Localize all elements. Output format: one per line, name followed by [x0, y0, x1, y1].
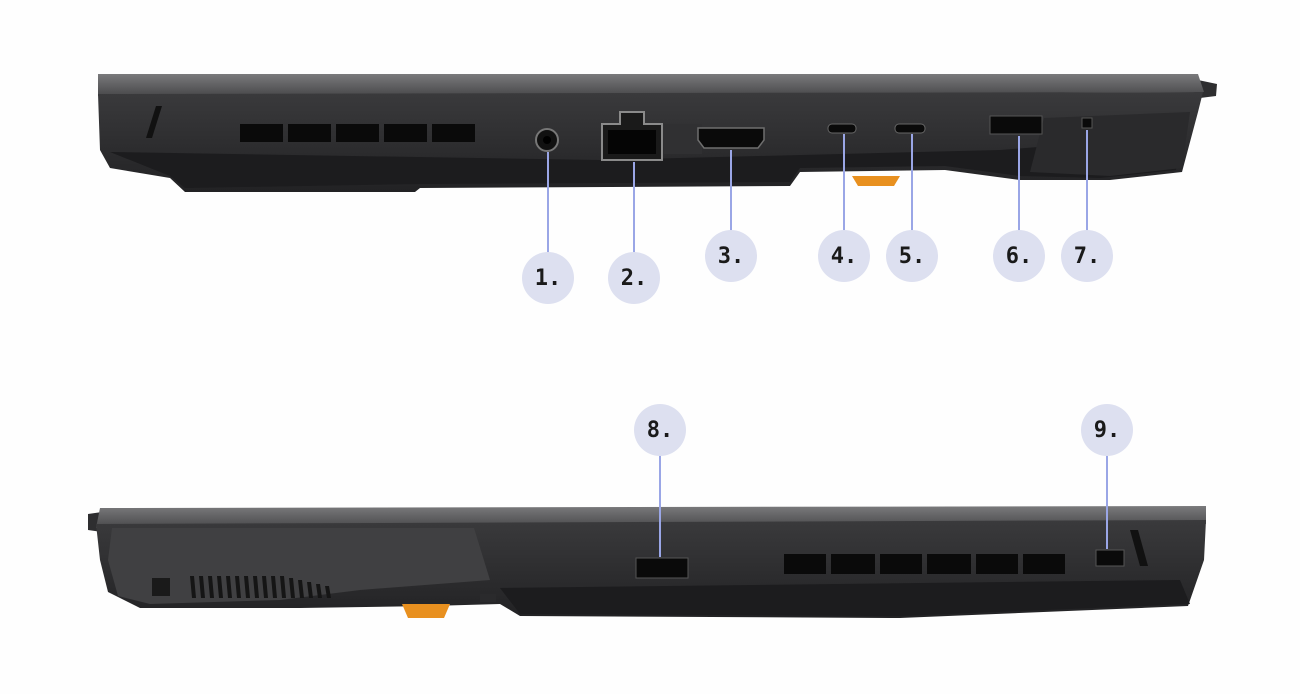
callout-label-7: 7.: [1074, 244, 1101, 269]
usb-port-right: [635, 557, 689, 579]
ethernet-port: [601, 111, 663, 161]
callout-badge-1: 1.: [522, 252, 574, 304]
callout-circle-7: [1061, 230, 1113, 282]
callout-label-1: 1.: [535, 266, 562, 291]
callout-label-8: 8.: [647, 418, 674, 443]
callout-circle-2: [608, 252, 660, 304]
callout-label-5: 5.: [899, 244, 926, 269]
callout-badge-8: 8.: [634, 404, 686, 456]
vent-grille-small: [152, 576, 331, 598]
rubber-foot-orange: [852, 176, 900, 186]
callout-circle-4: [818, 230, 870, 282]
ethernet-flap: [664, 124, 702, 154]
lid-edge: [98, 74, 1204, 96]
callout-badge-5: 5.: [886, 230, 938, 282]
vent-grille-right: [784, 554, 1065, 574]
usb-c-port-1: [827, 123, 857, 134]
laptop-left-side-view: [98, 74, 1217, 192]
callout-badge-4: 4.: [818, 230, 870, 282]
chassis-slash-right: [1130, 530, 1148, 566]
callout-circle-5: [886, 230, 938, 282]
chassis-lower-lip: [110, 136, 1180, 188]
callout-label-3: 3.: [718, 244, 745, 269]
callout-badge-7: 7.: [1061, 230, 1113, 282]
callout-badge-2: 2.: [608, 252, 660, 304]
usb-c-port-2: [894, 123, 926, 134]
security-lock-slot: [1095, 549, 1125, 567]
port-callouts: 1. 2. 3. 4. 5. 6. 7. 8. 9.: [522, 130, 1133, 557]
chassis-slash: [146, 106, 162, 138]
callout-circle-1: [522, 252, 574, 304]
vent-grille-left: [240, 124, 475, 142]
hdmi-port: [697, 127, 765, 149]
callout-badge-3: 3.: [705, 230, 757, 282]
callout-label-6: 6.: [1006, 244, 1033, 269]
callout-circle-9: [1081, 404, 1133, 456]
laptop-right-side-view: [88, 506, 1206, 618]
callout-label-2: 2.: [621, 266, 648, 291]
chassis-lower-lip-right: [500, 580, 1190, 616]
callout-circle-6: [993, 230, 1045, 282]
chassis-right-panel: [1030, 112, 1190, 176]
callout-label-9: 9.: [1094, 418, 1121, 443]
callout-label-4: 4.: [831, 244, 858, 269]
rubber-foot-orange-right: [402, 604, 450, 618]
callout-circle-3: [705, 230, 757, 282]
audio-jack-port: [535, 128, 559, 152]
hinge-nub: [1198, 80, 1217, 98]
callout-circle-8: [634, 404, 686, 456]
callout-badge-6: 6.: [993, 230, 1045, 282]
callout-badge-9: 9.: [1081, 404, 1133, 456]
